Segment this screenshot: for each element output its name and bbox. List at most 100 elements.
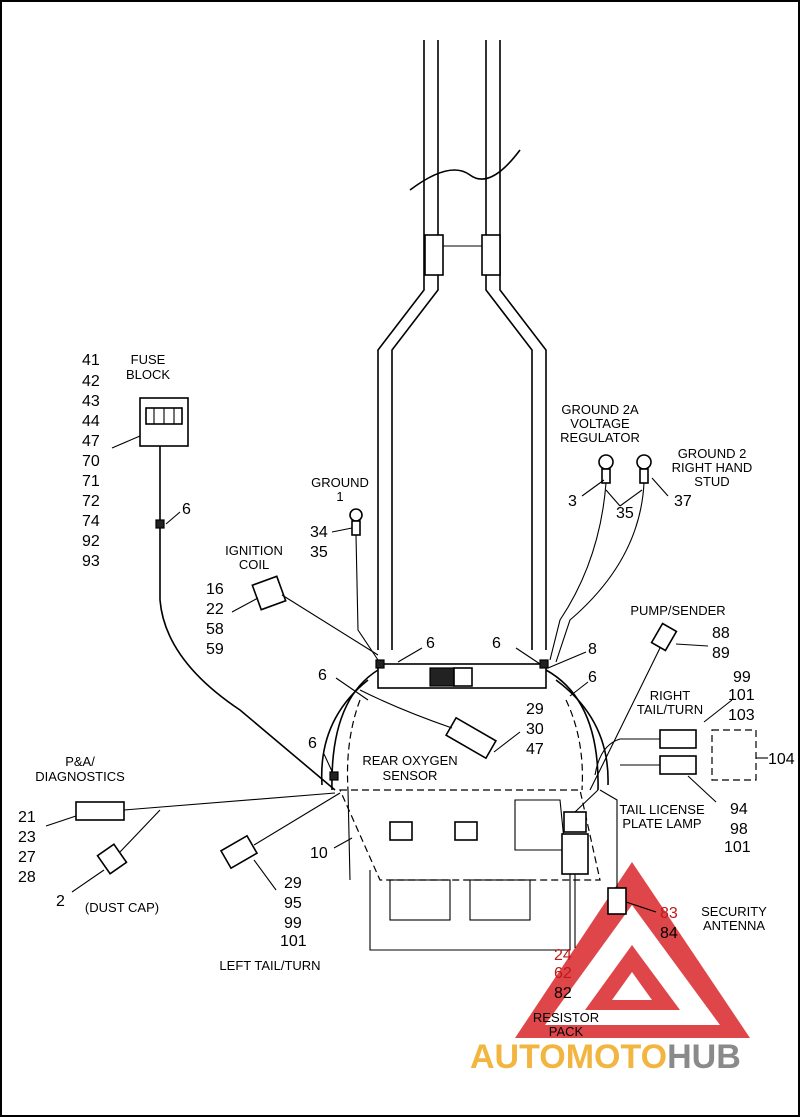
left-tail-turn-connector <box>219 789 353 891</box>
svg-text:101: 101 <box>728 687 755 704</box>
svg-text:REGULATOR: REGULATOR <box>560 430 640 445</box>
right-tail-turn-connector <box>594 699 768 803</box>
label-ground2: GROUND 2 RIGHT HAND STUD 37 <box>672 446 753 510</box>
svg-text:BLOCK: BLOCK <box>126 367 170 382</box>
svg-text:3: 3 <box>568 493 577 510</box>
svg-text:35: 35 <box>616 505 634 522</box>
svg-text:STUD: STUD <box>694 474 729 489</box>
rear-oxygen-sensor <box>359 689 521 760</box>
svg-text:58: 58 <box>206 621 224 638</box>
label-right-tail-turn: 99 101 103 RIGHT TAIL/TURN 104 <box>637 669 795 768</box>
main-harness <box>320 40 609 791</box>
svg-text:99: 99 <box>284 915 302 932</box>
svg-text:21: 21 <box>18 809 36 826</box>
svg-text:GROUND: GROUND <box>311 475 369 490</box>
label-ground2a: GROUND 2A VOLTAGE REGULATOR 3 35 <box>560 402 640 522</box>
harness-clip-right <box>481 234 501 276</box>
label-fuse-block: FUSE BLOCK <box>126 352 170 382</box>
watermark-logo-icon <box>515 862 750 1038</box>
svg-text:43: 43 <box>82 393 100 410</box>
svg-text:94: 94 <box>730 801 748 818</box>
svg-text:1: 1 <box>336 489 343 504</box>
svg-text:101: 101 <box>280 933 307 950</box>
svg-text:74: 74 <box>82 513 100 530</box>
svg-text:29: 29 <box>284 875 302 892</box>
svg-text:30: 30 <box>526 721 544 738</box>
svg-text:TAIL/TURN: TAIL/TURN <box>637 702 703 717</box>
label-rear-oxygen-sensor: REAR OXYGEN SENSOR 29 30 47 <box>362 701 544 783</box>
svg-text:6: 6 <box>426 635 435 652</box>
svg-text:95: 95 <box>284 895 302 912</box>
svg-text:23: 23 <box>18 829 36 846</box>
svg-text:22: 22 <box>206 601 224 618</box>
svg-text:GROUND 2: GROUND 2 <box>678 446 747 461</box>
label-left-tail-turn: 29 95 99 101 LEFT TAIL/TURN <box>219 875 320 973</box>
svg-text:SENSOR: SENSOR <box>383 768 438 783</box>
svg-text:99: 99 <box>733 669 751 686</box>
svg-text:PLATE LAMP: PLATE LAMP <box>622 816 701 831</box>
callout-10: 10 <box>310 845 328 862</box>
svg-text:REAR OXYGEN: REAR OXYGEN <box>362 753 457 768</box>
svg-text:28: 28 <box>18 869 36 886</box>
svg-text:DIAGNOSTICS: DIAGNOSTICS <box>35 769 125 784</box>
svg-text:27: 27 <box>18 849 36 866</box>
svg-text:6: 6 <box>492 635 501 652</box>
svg-text:FUSE: FUSE <box>131 352 166 367</box>
svg-text:71: 71 <box>82 473 100 490</box>
label-ignition-coil: IGNITION COIL 16 22 58 59 <box>206 543 283 658</box>
label-pump-sender: PUMP/SENDER 88 89 <box>630 603 730 662</box>
inline-connector <box>429 667 455 687</box>
ground2-terminals <box>549 454 669 663</box>
svg-text:47: 47 <box>82 433 100 450</box>
label-security-antenna: SECURITY ANTENNA 83 84 <box>660 904 767 942</box>
fuse-block <box>111 397 336 791</box>
svg-text:6: 6 <box>308 735 317 752</box>
pa-diagnostics-connector <box>45 792 336 893</box>
svg-text:70: 70 <box>82 453 100 470</box>
svg-text:PACK: PACK <box>549 1024 584 1039</box>
svg-text:24: 24 <box>554 947 572 964</box>
svg-text:41: 41 <box>82 352 100 369</box>
svg-text:98: 98 <box>730 821 748 838</box>
svg-text:6: 6 <box>588 669 597 686</box>
security-antenna <box>561 789 657 948</box>
label-pa-diagnostics: P&A/ DIAGNOSTICS 21 23 27 28 2 (DUST CAP… <box>18 754 159 915</box>
svg-text:PUMP/SENDER: PUMP/SENDER <box>630 603 725 618</box>
clamp-leaders <box>323 647 589 781</box>
svg-text:34: 34 <box>310 524 328 541</box>
svg-text:89: 89 <box>712 645 730 662</box>
svg-text:88: 88 <box>712 625 730 642</box>
svg-text:IGNITION: IGNITION <box>225 543 283 558</box>
svg-text:TAIL LICENSE: TAIL LICENSE <box>619 802 705 817</box>
svg-text:RIGHT: RIGHT <box>650 688 691 703</box>
svg-text:35: 35 <box>310 544 328 561</box>
label-resistor-pack: 24 62 82 RESISTOR PACK <box>533 947 599 1039</box>
svg-text:42: 42 <box>82 373 100 390</box>
harness-clip-left <box>424 234 444 276</box>
svg-text:59: 59 <box>206 641 224 658</box>
ground1-terminal <box>331 508 379 661</box>
callout-6-fuse: 6 <box>182 501 191 518</box>
svg-text:47: 47 <box>526 741 544 758</box>
svg-text:62: 62 <box>554 965 572 982</box>
svg-text:VOLTAGE: VOLTAGE <box>570 416 630 431</box>
svg-text:92: 92 <box>82 533 100 550</box>
svg-text:6: 6 <box>318 667 327 684</box>
svg-text:101: 101 <box>724 839 751 856</box>
svg-text:2: 2 <box>56 893 65 910</box>
svg-text:GROUND 2A: GROUND 2A <box>561 402 639 417</box>
pump-sender-connector <box>589 622 709 791</box>
svg-text:SECURITY: SECURITY <box>701 904 767 919</box>
label-ground1: GROUND 1 34 35 <box>310 475 369 561</box>
svg-text:93: 93 <box>82 553 100 570</box>
svg-text:16: 16 <box>206 581 224 598</box>
svg-text:P&A/: P&A/ <box>65 754 95 769</box>
svg-text:29: 29 <box>526 701 544 718</box>
svg-text:ANTENNA: ANTENNA <box>703 918 765 933</box>
svg-text:RIGHT HAND: RIGHT HAND <box>672 460 753 475</box>
label-tail-license: TAIL LICENSE PLATE LAMP 94 98 101 <box>619 801 750 856</box>
svg-text:82: 82 <box>554 985 572 1002</box>
fuse-block-callouts: 41 42 43 44 47 70 71 72 74 92 93 <box>82 352 100 570</box>
